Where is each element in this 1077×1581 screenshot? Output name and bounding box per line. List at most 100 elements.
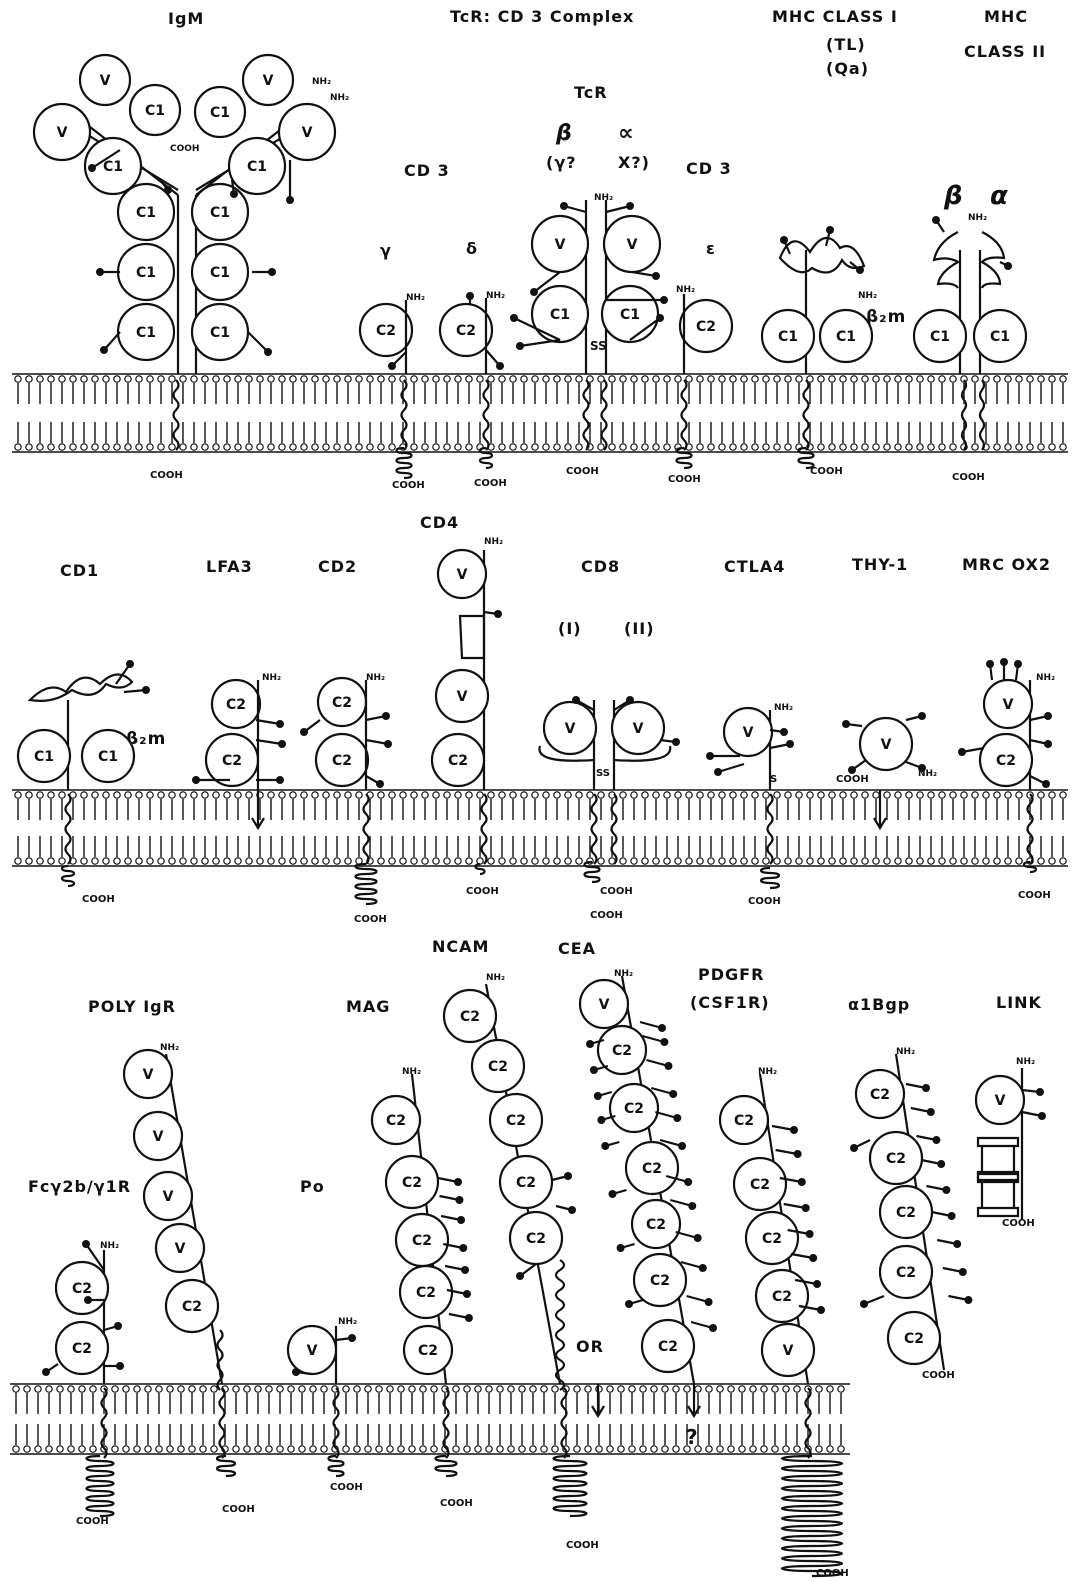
label-cd8-ii: (II): [624, 619, 655, 638]
transmembrane-segment: [484, 380, 489, 450]
cytoplasmic-tail: [62, 866, 74, 886]
glycan-head: [826, 226, 834, 234]
lipid-head: [717, 1386, 723, 1392]
lipid-head: [796, 858, 802, 864]
domain-label-c1: C1: [210, 205, 230, 221]
glycan-head: [126, 660, 134, 668]
label-cd3-delta: δ: [466, 239, 478, 258]
lipid-head: [400, 792, 406, 798]
lipid-head: [453, 1446, 459, 1452]
lipid-head: [367, 444, 373, 450]
lipid-head: [81, 858, 87, 864]
lipid-head: [873, 858, 879, 864]
terminus-label-nh2: NH₂: [402, 1067, 421, 1077]
lipid-head: [169, 792, 175, 798]
lipid-head: [497, 1386, 503, 1392]
lipid-head: [818, 444, 824, 450]
lipid-head: [343, 1446, 349, 1452]
lipid-head: [1027, 376, 1033, 382]
lipid-head: [708, 858, 714, 864]
domain-label-c1: C1: [210, 105, 230, 121]
lipid-head: [928, 792, 934, 798]
lipid-head: [246, 792, 252, 798]
glycan-head: [922, 1084, 930, 1092]
glycan-head: [164, 186, 172, 194]
lipid-head: [664, 376, 670, 382]
domain-label-c2: C2: [332, 753, 352, 769]
glycan-stalk: [520, 340, 560, 346]
lipid-head: [191, 792, 197, 798]
lipid-head: [763, 376, 769, 382]
lipid-head: [884, 858, 890, 864]
lipid-head: [389, 858, 395, 864]
lipid-head: [752, 792, 758, 798]
label-link: LINK: [996, 993, 1042, 1012]
lipid-head: [81, 376, 87, 382]
lipid-head: [26, 792, 32, 798]
lipid-head: [510, 858, 516, 864]
lipid-head: [455, 792, 461, 798]
glycan-head: [1044, 740, 1052, 748]
lipid-head: [598, 858, 604, 864]
lipid-head: [277, 1386, 283, 1392]
lipid-head: [354, 1446, 360, 1452]
lipid-head: [211, 1446, 217, 1452]
lipid-head: [928, 376, 934, 382]
lipid-head: [169, 444, 175, 450]
glycan-head: [656, 314, 664, 322]
transmembrane-segment: [402, 380, 407, 450]
lipid-head: [565, 858, 571, 864]
glycan-head: [688, 1202, 696, 1210]
lipid-head: [233, 1386, 239, 1392]
lipid-head: [521, 792, 527, 798]
terminus-label-cooh: COOH: [222, 1504, 255, 1515]
transmembrane-segment: [612, 794, 617, 864]
glycan-head: [937, 1160, 945, 1168]
lipid-head: [1005, 376, 1011, 382]
terminus-label-nh2: NH₂: [918, 769, 937, 779]
terminus-label-cooh: COOH: [922, 1370, 955, 1381]
lipid-head: [356, 376, 362, 382]
label-poly-igr: POLY IgR: [88, 997, 176, 1016]
lipid-head: [554, 376, 560, 382]
lipid-head: [521, 858, 527, 864]
glycan-head: [510, 314, 518, 322]
lipid-head: [994, 858, 1000, 864]
domain-label-c2: C2: [72, 1281, 92, 1297]
label-cd3-left: CD 3: [404, 161, 450, 180]
membrane-bilayer: [12, 374, 1068, 452]
lipid-head: [180, 444, 186, 450]
domain-label-v: V: [565, 721, 576, 737]
lipid-head: [202, 444, 208, 450]
lipid-head: [334, 444, 340, 450]
lipid-head: [521, 444, 527, 450]
cytoplasmic-tail: [761, 868, 779, 888]
lipid-head: [387, 1446, 393, 1452]
lipid-head: [191, 858, 197, 864]
domain-label-c2: C2: [456, 323, 476, 339]
lipid-head: [288, 1446, 294, 1452]
glycan-head: [780, 728, 788, 736]
glycan-head: [516, 1272, 524, 1280]
terminus-label-ss: SS: [596, 768, 610, 779]
lipid-head: [972, 792, 978, 798]
lipid-head: [486, 1446, 492, 1452]
glycan-head: [932, 1136, 940, 1144]
lipid-head: [884, 444, 890, 450]
transmembrane-segment: [592, 794, 597, 864]
lipid-head: [499, 858, 505, 864]
transmembrane-segment: [364, 794, 369, 864]
glycan-head: [1004, 262, 1012, 270]
lipid-head: [235, 376, 241, 382]
lipid-head: [13, 1386, 19, 1392]
glycan-head: [672, 738, 680, 746]
label-ncam: NCAM: [432, 937, 489, 956]
lipid-head: [1005, 858, 1011, 864]
lipid-head: [323, 376, 329, 382]
label-lfa3: LFA3: [206, 557, 253, 576]
domain-label-c1: C1: [930, 329, 950, 345]
lipid-head: [818, 858, 824, 864]
lipid-head: [772, 1386, 778, 1392]
lipid-head: [356, 792, 362, 798]
